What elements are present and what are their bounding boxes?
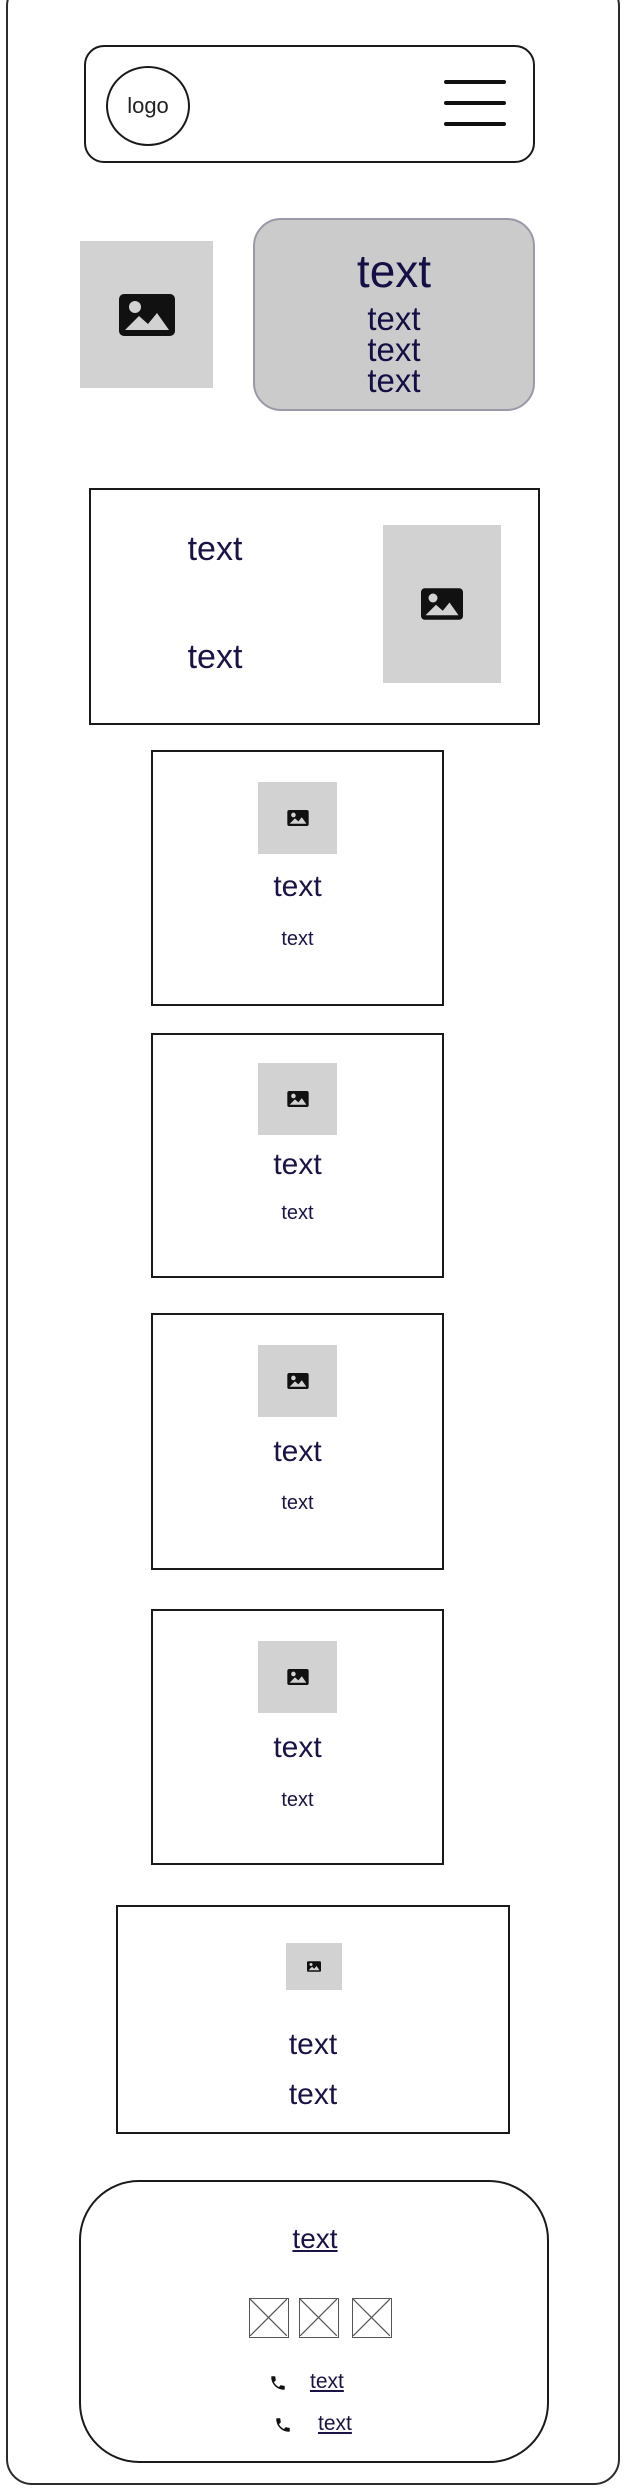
image-icon <box>286 1373 309 1389</box>
placeholder-icon[interactable] <box>249 2298 289 2338</box>
hero-image <box>80 241 213 388</box>
card-title: text <box>273 1731 322 1764</box>
header-bar <box>84 45 535 163</box>
card-image <box>258 1345 337 1417</box>
wide-card[interactable] <box>116 1905 510 2134</box>
wide-card-text-1: text <box>288 2028 338 2061</box>
footer-link[interactable]: text <box>292 2223 338 2254</box>
card-title: text <box>273 1148 322 1181</box>
wide-card-text-2: text <box>288 2078 338 2111</box>
logo-label: logo <box>127 93 169 118</box>
card-subtitle: text <box>281 928 314 950</box>
card[interactable] <box>151 1313 444 1570</box>
page-frame <box>6 0 620 2485</box>
placeholder-icon[interactable] <box>352 2298 392 2338</box>
phone-icon <box>269 2374 287 2392</box>
footer <box>79 2180 549 2463</box>
phone-icon <box>274 2416 292 2434</box>
image-icon <box>421 588 463 620</box>
card-image <box>258 1063 337 1135</box>
image-icon <box>307 1961 321 1972</box>
card-subtitle: text <box>281 1492 314 1514</box>
card[interactable] <box>151 1609 444 1865</box>
card[interactable] <box>151 750 444 1006</box>
hero-line-3: text <box>367 362 421 399</box>
hero-line-1: text <box>367 300 421 337</box>
card-title: text <box>273 1435 322 1468</box>
feature-section <box>89 488 540 725</box>
contact-link[interactable]: text <box>310 2370 344 2393</box>
image-icon <box>286 1091 309 1107</box>
hero-card: text text text text <box>253 218 535 411</box>
feature-text-1: text <box>187 530 243 568</box>
feature-text-2: text <box>187 638 243 676</box>
image-icon <box>286 1669 309 1685</box>
card-subtitle: text <box>281 1789 314 1811</box>
image-icon <box>118 293 175 336</box>
placeholder-icon[interactable] <box>299 2298 339 2338</box>
hamburger-menu-icon[interactable] <box>444 80 506 128</box>
hero-title: text <box>356 245 432 297</box>
wide-card-image <box>286 1943 342 1990</box>
feature-image <box>383 525 501 683</box>
hero-line-2: text <box>367 331 421 368</box>
card-image <box>258 1641 337 1713</box>
card-title: text <box>273 870 322 903</box>
image-icon <box>286 810 309 826</box>
card-subtitle: text <box>281 1202 314 1224</box>
contact-link[interactable]: text <box>318 2412 352 2435</box>
card[interactable] <box>151 1033 444 1278</box>
card-image <box>258 782 337 854</box>
logo[interactable]: logo <box>106 66 190 146</box>
